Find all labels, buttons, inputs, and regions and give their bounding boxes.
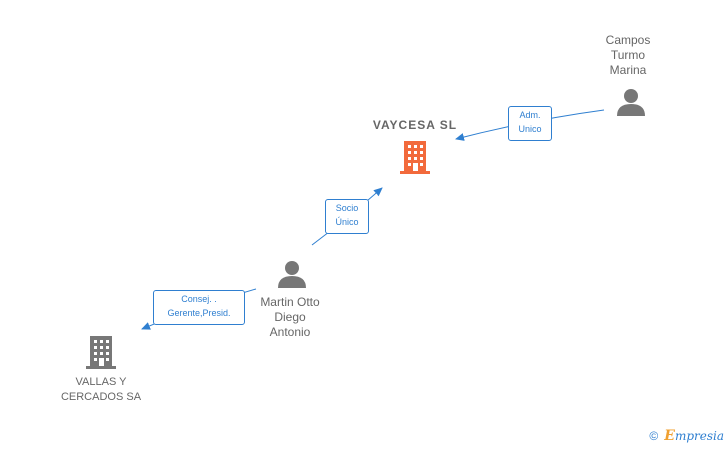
relation-socio-unico-line-1: Socio (335, 203, 359, 213)
campos-name-line-2: Turmo (610, 48, 646, 62)
relation-consej-gerente-presid[interactable]: Consej. . Gerente,Presid. (153, 290, 245, 325)
relation-consej-line-2: Gerente,Presid. (167, 308, 231, 318)
campos-name-line-3: Marina (609, 63, 647, 77)
copyright-icon: © (649, 429, 659, 443)
vallas-name-line-1: VALLAS Y (75, 376, 127, 388)
martin-label[interactable]: Martin Otto Diego Antonio (242, 295, 338, 340)
empresia-logo: Empresia (664, 428, 724, 444)
empresia-watermark: © Empresia (649, 428, 724, 444)
relation-socio-unico[interactable]: Socio Único (325, 199, 369, 234)
relation-socio-unico-line-2: Único (335, 217, 359, 227)
relation-consej-line-1: Consej. . (181, 294, 217, 304)
vallas-name-line-2: CERCADOS SA (60, 391, 142, 403)
empresia-logo-initial: E (664, 428, 675, 444)
martin-name-line-1: Martin Otto (260, 295, 320, 309)
relation-adm-unico-line-1: Adm. (519, 110, 541, 120)
campos-label[interactable]: Campos Turmo Marina (580, 33, 676, 78)
vaycesa-label[interactable]: VAYCESA SL (372, 118, 458, 132)
vaycesa-building-icon[interactable] (400, 141, 430, 174)
martin-name-line-3: Antonio (269, 325, 311, 339)
relation-adm-unico-line-2: Unico (518, 124, 542, 134)
martin-person-icon[interactable] (278, 261, 306, 288)
vallas-label[interactable]: VALLAS Y CERCADOS SA (46, 375, 156, 405)
vallas-building-icon[interactable] (86, 336, 116, 369)
campos-person-icon[interactable] (617, 89, 645, 116)
relation-adm-unico[interactable]: Adm. Unico (508, 106, 552, 141)
martin-name-line-2: Diego (274, 310, 306, 324)
empresia-logo-rest: mpresia (674, 429, 724, 443)
campos-name-line-1: Campos (605, 33, 651, 47)
